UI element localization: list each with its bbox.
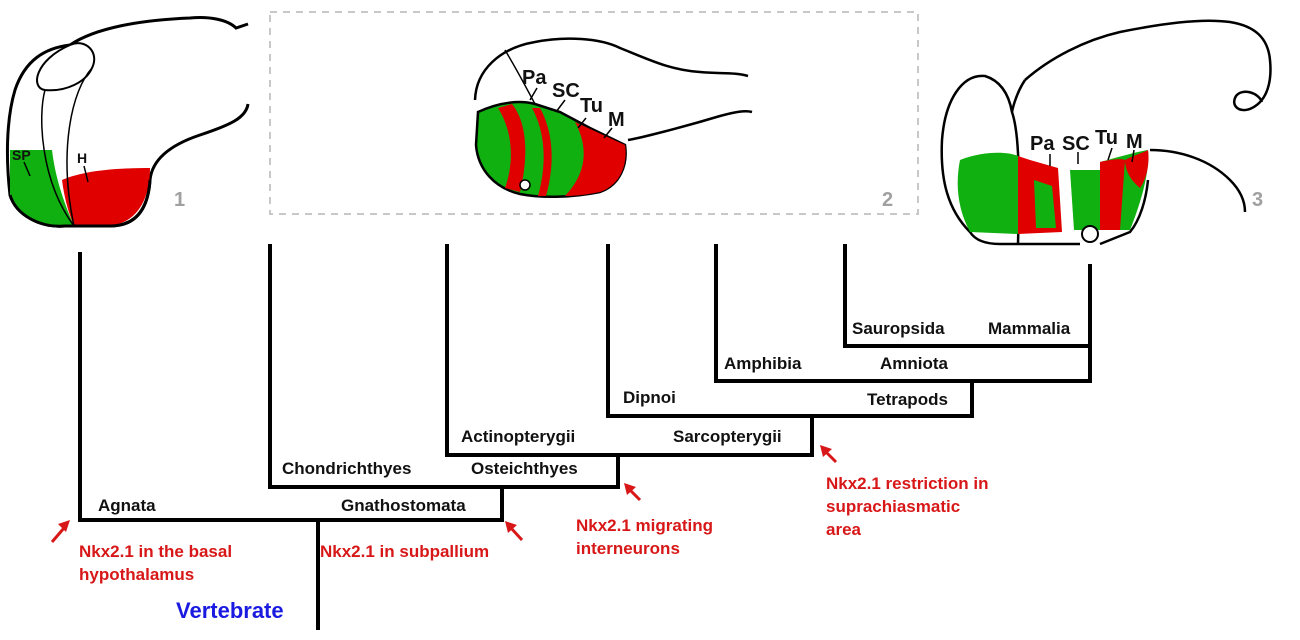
event-arrows [50,445,838,543]
sc-2-leader [555,99,566,113]
olfactory-bulb [36,42,96,92]
annotation-restriction-line1: Nkx2.1 restriction in [826,474,989,493]
brain-panel-1: SP H 1 [5,16,250,228]
arrow-restriction [820,445,838,464]
m-2-label: M [608,109,625,131]
root-label-vertebrate: Vertebrate [176,598,284,623]
taxon-dipnoi: Dipnoi [623,388,676,407]
brain-2-red-caudal [565,122,626,196]
brain-2-red-pallidum [498,104,526,192]
tu-2-leader [577,117,587,129]
brain-3-tuberal-green [1070,170,1100,230]
taxon-amphibia: Amphibia [724,354,802,373]
panel-2-number: 2 [882,189,893,211]
brain-1-outline [69,16,249,47]
panel-3-number: 3 [1252,189,1263,211]
taxon-osteichthyes: Osteichthyes [471,459,578,478]
annotation-basal-line2: hypothalamus [79,565,194,584]
brain-1-outline-bottom [8,179,152,228]
tu-3-leader [1107,147,1113,161]
h-label: H [77,150,87,166]
hypothalamus-red-region [62,168,150,226]
brain-panel-3: Pa SC Tu M 3 [940,19,1272,246]
tu-3-label: Tu [1095,127,1118,149]
sp-leader-line [23,161,31,177]
annotation-basal-line1: Nkx2.1 in the basal [79,542,232,561]
m-2-leader [603,127,613,139]
brain-3-m-red [1125,150,1149,188]
taxon-sarcopterygii: Sarcopterygii [673,427,782,446]
taxon-amniota: Amniota [880,354,949,373]
brain-3-right-hemisphere [1024,19,1272,112]
pa-2-label: Pa [522,67,547,89]
brain-3-ventral-outline [1000,179,1150,246]
branch-sarcopterygii [606,244,974,418]
cladogram [78,244,1092,630]
panel-2-dashed-box [269,11,919,215]
annotation-migrating-line2: interneurons [576,539,680,558]
annotation-restriction-line2: suprachiasmatic [826,497,960,516]
h-leader-line [83,165,89,183]
brain-3-left-hemisphere [940,74,1014,246]
m-3-label: M [1126,131,1143,153]
brain-3-ventricle [1081,225,1099,243]
brain-3-caudal-outline [1149,148,1247,213]
taxon-tetrapods: Tetrapods [867,390,948,409]
taxon-sauropsida: Sauropsida [852,319,945,338]
panel-1-number: 1 [174,189,185,211]
brain-1-inner-line-a [41,89,75,227]
brain-2-upper-outline [473,37,749,101]
pa-3-label: Pa [1030,133,1055,155]
branch-osteichthyes [445,244,814,457]
sc-2-label: SC [552,80,580,102]
taxon-labels: Agnata Gnathostomata Chondrichthyes Oste… [98,319,1071,623]
annotation-restriction-line3: area [826,520,862,539]
brain-2-ventricle [519,179,531,191]
tu-2-label: Tu [580,95,603,117]
m-3-leader [1131,149,1135,163]
branch-vertebrate [78,252,504,522]
annotation-migrating-line1: Nkx2.1 migrating [576,516,713,535]
brain-panel-2: Pa SC Tu M 2 [269,11,919,215]
brain-1-inner-line-b [66,67,93,227]
pa-2-leader [529,87,538,101]
taxon-gnathostomata: Gnathostomata [341,496,466,515]
taxon-agnata: Agnata [98,496,156,515]
branch-amniota [843,244,1092,348]
brain-3-green-stripe [1034,180,1056,228]
annotation-subpallium: Nkx2.1 in subpallium [320,542,489,561]
taxon-chondrichthyes: Chondrichthyes [282,459,411,478]
event-annotations: Nkx2.1 in the basal hypothalamus Nkx2.1 … [79,474,989,584]
arrow-migrating [624,483,642,502]
brain-2-lower-outline [627,109,753,142]
arrow-subpallium [505,521,524,542]
sc-3-label: SC [1062,133,1090,155]
brain-2-pallium-line [504,49,536,105]
sp-label: SP [12,147,31,163]
taxon-mammalia: Mammalia [988,319,1071,338]
taxon-actinopterygii: Actinopterygii [461,427,575,446]
branch-tetrapods [714,244,1092,383]
brain-2-red-stripe [532,108,552,196]
subpallium-green-region [10,150,74,227]
arrow-basal-hypothalamus [50,520,70,543]
brain-3-mammillary-red [1100,159,1125,230]
brain-3-green-region [957,152,1018,234]
branch-gnathostomata [268,244,620,489]
